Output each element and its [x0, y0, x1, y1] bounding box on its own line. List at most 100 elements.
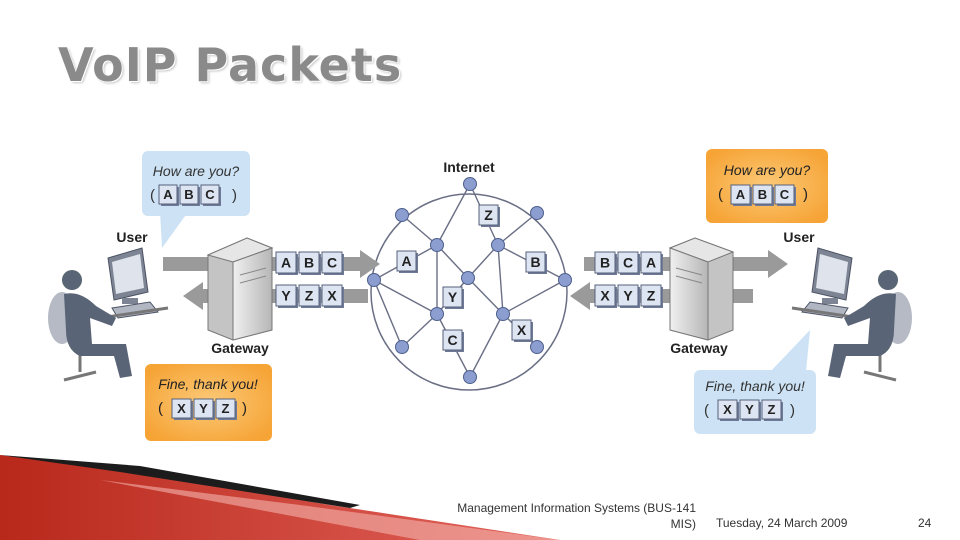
- network-node: [461, 271, 475, 285]
- left-answer-packet-2-letter: Z: [222, 401, 230, 416]
- right-gateway-icon: [668, 237, 735, 341]
- right-question-close-paren: ): [803, 186, 808, 203]
- left-out-packet-2: C: [321, 251, 344, 275]
- left-out-packet-0-letter: A: [281, 255, 291, 271]
- network-node: [463, 370, 477, 384]
- left-out-packet-2-letter: C: [327, 255, 337, 271]
- left-answer-text: Fine, thank you!: [158, 376, 258, 392]
- right-answer-packet-0-letter: X: [723, 402, 732, 417]
- network-link: [436, 244, 469, 279]
- network-link: [469, 313, 504, 378]
- network-node: [496, 307, 510, 321]
- left-question-packet-1: B: [179, 184, 200, 206]
- left-out-packet-0: A: [275, 251, 298, 275]
- left-answer-open-paren: (: [158, 400, 163, 417]
- footer-course: Management Information Systems (BUS-141 …: [457, 501, 696, 531]
- left-gateway-icon: [206, 237, 274, 341]
- network-node: [530, 340, 544, 354]
- right-in-packet-1: C: [617, 251, 640, 275]
- right-answer-packet-1-letter: Y: [745, 402, 754, 417]
- network-link: [467, 244, 499, 279]
- footer-date: Tuesday, 24 March 2009: [716, 516, 848, 530]
- network-packet-3-letter: Y: [448, 289, 458, 305]
- left-out-packet-1-letter: B: [304, 255, 314, 271]
- network-link: [502, 279, 566, 315]
- left-question-packet-1-letter: B: [184, 187, 193, 202]
- network-link: [436, 183, 471, 246]
- network-packet-1: A: [396, 250, 418, 273]
- network-packet-0-letter: Z: [484, 207, 493, 223]
- network-link: [373, 279, 438, 315]
- internet-network: Z A B Y C X: [367, 177, 572, 391]
- page-number: 24: [918, 516, 932, 530]
- right-out-packet-1: Y: [617, 284, 640, 308]
- right-question-open-paren: (: [718, 186, 723, 203]
- right-answer-packet-0: X: [717, 399, 739, 421]
- network-packet-4-letter: C: [447, 332, 457, 348]
- right-in-packet-2: A: [640, 251, 663, 275]
- left-answer-packet-1-letter: Y: [199, 401, 208, 416]
- right-question-packet-0: A: [730, 184, 752, 206]
- right-question-packet-2: C: [774, 184, 796, 206]
- left-question-open-paren: (: [150, 187, 155, 204]
- left-in-packet-0: Y: [275, 284, 298, 308]
- right-out-packet-2: Z: [640, 284, 663, 308]
- left-question-packet-0: A: [158, 184, 179, 206]
- left-question-packet-2-letter: C: [205, 187, 215, 202]
- right-in-packet-0: B: [594, 251, 617, 275]
- right-in-packet-2-letter: A: [646, 255, 656, 271]
- left-out-packet-1: B: [298, 251, 321, 275]
- network-packet-5-letter: X: [517, 322, 527, 338]
- network-packet-3: Y: [442, 286, 464, 309]
- network-link: [497, 212, 538, 246]
- right-in-packet-0-letter: B: [600, 255, 610, 271]
- left-answer-close-paren: ): [242, 400, 247, 417]
- network-packet-2: B: [525, 251, 547, 274]
- network-link: [467, 277, 504, 315]
- left-in-packet-1-letter: Z: [305, 288, 314, 304]
- left-user-label: User: [116, 229, 148, 245]
- left-in-packet-2: X: [321, 284, 344, 308]
- network-node: [430, 238, 444, 252]
- left-question-text: How are you?: [153, 163, 240, 179]
- network-node: [395, 208, 409, 222]
- network-node: [530, 206, 544, 220]
- network-packet-2-letter: B: [530, 254, 540, 270]
- network-node: [395, 340, 409, 354]
- network-packet-4: C: [442, 329, 464, 352]
- right-out-packet-0-letter: X: [600, 288, 610, 304]
- right-answer-close-paren: ): [790, 402, 795, 419]
- network-node: [463, 177, 477, 191]
- network-packet-1-letter: A: [401, 253, 411, 269]
- left-question-close-paren: ): [232, 187, 237, 204]
- network-node: [491, 238, 505, 252]
- right-question-packet-2-letter: C: [780, 187, 790, 202]
- right-gateway-label: Gateway: [670, 340, 728, 356]
- network-node: [558, 273, 572, 287]
- left-question-packet-2: C: [200, 184, 221, 206]
- left-answer-packet-0: X: [171, 398, 193, 420]
- left-answer-packet-1: Y: [193, 398, 215, 420]
- network-link: [373, 279, 403, 348]
- right-answer-packet-1: Y: [739, 399, 761, 421]
- right-question-packet-0-letter: A: [736, 187, 746, 202]
- right-question-packet-1-letter: B: [758, 187, 767, 202]
- left-gateway-label: Gateway: [211, 340, 269, 356]
- left-answer-packet-0-letter: X: [177, 401, 186, 416]
- right-answer-packet-2-letter: Z: [768, 402, 776, 417]
- left-in-packet-0-letter: Y: [281, 288, 291, 304]
- right-user-icon: [791, 247, 912, 382]
- right-out-packet-1-letter: Y: [623, 288, 633, 304]
- right-answer-packet-2: Z: [761, 399, 783, 421]
- network-packet-0: Z: [478, 204, 500, 227]
- network-link: [401, 214, 438, 246]
